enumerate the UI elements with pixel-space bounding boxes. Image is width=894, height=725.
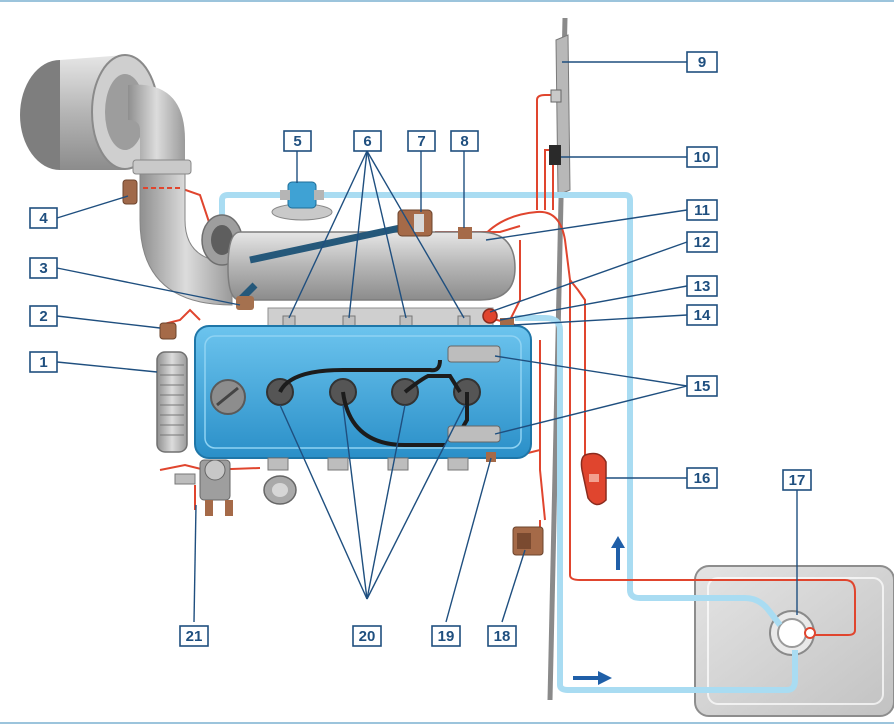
fuel-rail-hose [249, 224, 401, 264]
purge-valve [271, 181, 333, 221]
flow-arrow-right [573, 671, 612, 685]
mass-air-flow-sensor [122, 179, 138, 205]
coolant-temp-sensor [458, 227, 472, 239]
callout-1: 1 [29, 351, 58, 373]
callout-4-text: 4 [39, 210, 48, 227]
callout-12: 12 [686, 231, 718, 253]
callout-12-text: 12 [694, 234, 711, 251]
callout-14: 14 [686, 304, 718, 326]
firewall-connector-10 [549, 145, 561, 165]
crankshaft-pulley [156, 351, 188, 453]
firewall-connector-9 [550, 89, 562, 103]
callout-5-text: 5 [293, 133, 301, 150]
callout-6: 6 [353, 130, 382, 152]
callout-21: 21 [179, 625, 209, 647]
callout-20-text: 20 [359, 628, 376, 645]
callout-2: 2 [29, 305, 58, 327]
idle-air-control [482, 308, 498, 324]
intake-manifold [227, 224, 516, 327]
callout-5: 5 [283, 130, 312, 152]
callout-4: 4 [29, 207, 58, 229]
throttle-position-sensor [236, 296, 254, 310]
callout-21-text: 21 [186, 628, 203, 645]
camshaft-sensor [500, 318, 514, 328]
callout-10: 10 [686, 146, 718, 168]
callout-6-text: 6 [363, 133, 371, 150]
firewall-panel [555, 34, 571, 196]
callout-16: 16 [686, 467, 718, 489]
callout-3-text: 3 [39, 260, 47, 277]
engine-head-cover [194, 325, 532, 459]
callout-13: 13 [686, 275, 718, 297]
knock-sensor [486, 452, 496, 462]
callout-11-text: 11 [694, 202, 710, 219]
flow-arrow-up [611, 536, 625, 570]
callout-15: 15 [686, 375, 718, 397]
callout-3: 3 [29, 257, 58, 279]
callout-8: 8 [450, 130, 479, 152]
callout-18: 18 [487, 625, 517, 647]
ignition-coil-bottom [447, 425, 501, 443]
callout-8-text: 8 [460, 133, 468, 150]
callout-16-text: 16 [694, 470, 711, 487]
callout-9-text: 9 [698, 54, 706, 71]
callout-14-text: 14 [694, 307, 711, 324]
callout-11: 11 [686, 199, 718, 221]
callout-19-text: 19 [438, 628, 455, 645]
callout-17: 17 [782, 469, 812, 491]
callout-7: 7 [407, 130, 436, 152]
crankshaft-position-sensor [159, 322, 177, 340]
callout-2-text: 2 [39, 308, 47, 325]
callout-13-text: 13 [694, 278, 711, 295]
callout-19: 19 [431, 625, 461, 647]
callout-17-text: 17 [789, 472, 806, 489]
callout-leaders [56, 61, 798, 623]
callout-18-text: 18 [494, 628, 511, 645]
air-filter [20, 54, 185, 170]
fuel-hoses [219, 192, 798, 693]
lower-accessories [174, 452, 496, 516]
intake-pipe [122, 159, 233, 306]
ignition-coil-top [447, 345, 501, 363]
fuel-pressure-regulator [397, 209, 433, 237]
fuel-tank [694, 565, 894, 717]
callout-7-text: 7 [417, 133, 425, 150]
callout-20: 20 [352, 625, 382, 647]
callout-10-text: 10 [694, 149, 711, 166]
callout-9: 9 [686, 51, 718, 73]
callout-15-text: 15 [694, 378, 711, 395]
callout-1-text: 1 [39, 354, 47, 371]
